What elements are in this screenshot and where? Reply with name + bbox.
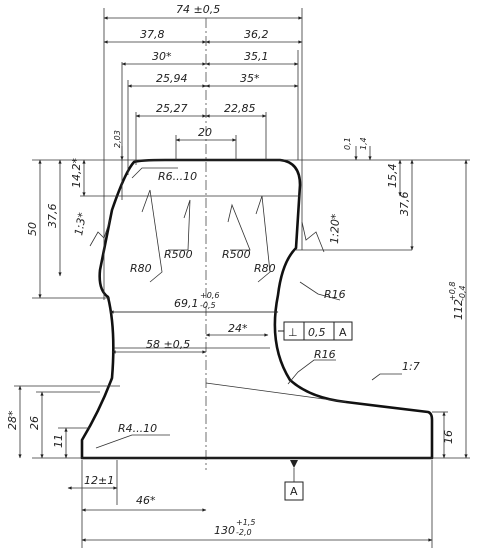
slope-1-20: 1:20*: [328, 213, 342, 244]
dim-15-4: 15,4: [386, 164, 399, 189]
slope-1-3: 1:3*: [72, 211, 89, 237]
dim-58: 58 ±0,5: [146, 338, 190, 351]
dim-46: 46*: [136, 494, 156, 507]
dim-11: 11: [52, 434, 65, 448]
dim-height-112: 112 +0,8 -0,4: [448, 282, 467, 320]
datum-triangle: [290, 460, 298, 468]
radius-r80-left: R80: [130, 262, 152, 275]
svg-text:+0,8: +0,8: [448, 282, 457, 301]
svg-text:-0,5: -0,5: [200, 301, 216, 310]
datum-box: A: [284, 481, 304, 501]
radius-r500-right: R500: [222, 248, 251, 261]
tolerance-datum: A: [339, 326, 347, 339]
radius-r16-lower: R16: [314, 348, 336, 361]
svg-text:A: A: [290, 485, 298, 498]
dim-14-2: 14,2*: [70, 158, 83, 188]
dimension-lines: [18, 16, 468, 542]
dim-24: 24*: [228, 322, 248, 335]
leader-lines: [89, 167, 402, 449]
svg-text:112: 112: [452, 299, 465, 320]
dim-16: 16: [442, 430, 455, 444]
svg-text:+0,6: +0,6: [200, 291, 219, 300]
dim-overall-130: 130 +1,5 -2,0: [214, 518, 255, 537]
radius-r4-10: R4...10: [118, 422, 157, 435]
dim-right-36-2: 36,2: [244, 28, 269, 41]
dim-37-6-left: 37,6: [46, 204, 59, 229]
dim-0-1: 0,1: [343, 137, 352, 150]
radius-r16-upper: R16: [324, 288, 346, 301]
dim-12: 12±1: [84, 474, 114, 487]
slope-1-7: 1:7: [402, 360, 420, 373]
dim-right-35: 35*: [240, 72, 260, 85]
svg-text:+1,5: +1,5: [236, 518, 255, 527]
radius-r80-right: R80: [254, 262, 276, 275]
dim-26: 26: [28, 416, 41, 430]
svg-text:130: 130: [214, 524, 235, 537]
tolerance-value: 0,5: [308, 326, 326, 339]
perpendicularity-symbol: ⊥: [288, 326, 298, 339]
svg-text:-0,4: -0,4: [458, 285, 467, 301]
dim-69-1: 69,1 +0,6 -0,5: [174, 291, 219, 310]
dim-center-20: 20: [198, 126, 212, 139]
base-slope-line: [205, 382, 347, 403]
svg-text:-2,0: -2,0: [236, 528, 252, 537]
dim-1-4: 1,4: [359, 137, 368, 150]
dim-left-37-8: 37,8: [140, 28, 165, 41]
dim-left-25-27: 25,27: [156, 102, 188, 115]
perpendicularity-tolerance-frame: ⊥ 0,5 A: [278, 321, 353, 341]
dim-left-30: 30*: [152, 50, 172, 63]
extension-lines: [14, 8, 470, 548]
radius-r500-left: R500: [164, 248, 193, 261]
dim-overall-width: 74 ±0,5: [176, 3, 220, 16]
radius-r6-10: R6...10: [158, 170, 197, 183]
dim-2-03: 2,03: [113, 130, 122, 148]
dim-28: 28*: [6, 410, 19, 430]
dim-right-35-1: 35,1: [244, 50, 269, 63]
dim-left-25-94: 25,94: [156, 72, 188, 85]
rail-profile-outline: [80, 158, 434, 460]
svg-text:69,1: 69,1: [174, 297, 199, 310]
dim-37-6-right: 37,6: [398, 192, 411, 217]
dim-50: 50: [26, 222, 39, 236]
dim-right-22-85: 22,85: [224, 102, 256, 115]
